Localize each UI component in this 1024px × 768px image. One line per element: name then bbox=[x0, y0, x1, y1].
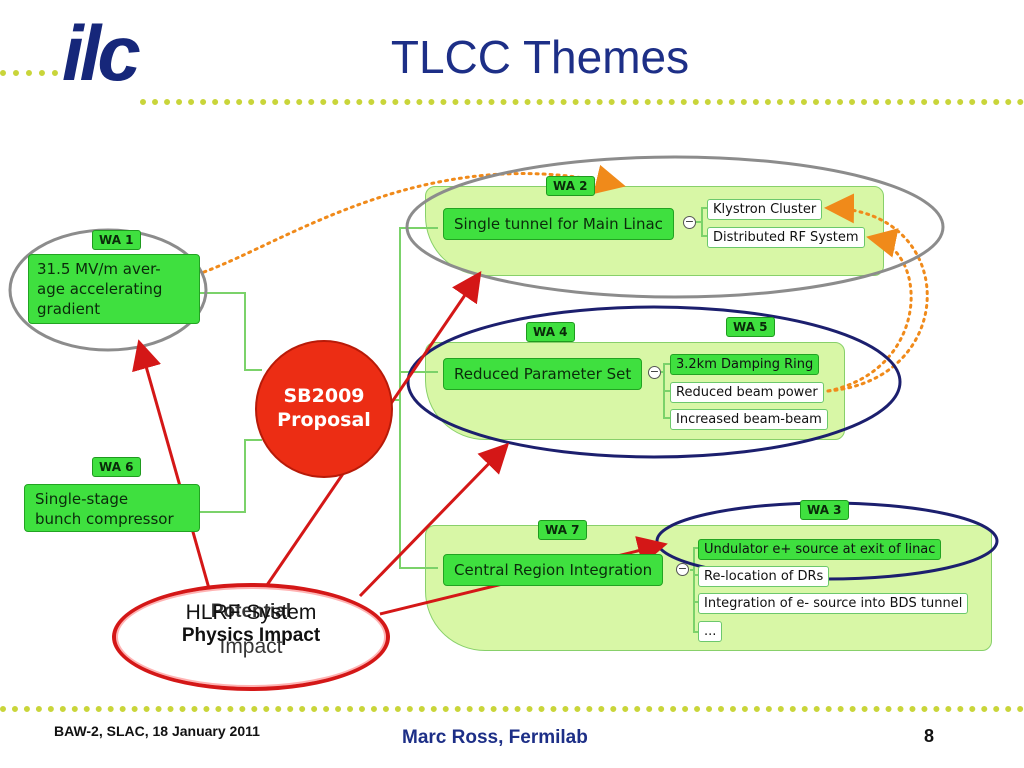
link-wa1-center bbox=[200, 292, 262, 371]
footer-center: Marc Ross, Fermilab bbox=[402, 727, 588, 748]
link-center-wa7 bbox=[399, 400, 438, 569]
footer-left: BAW-2, SLAC, 18 January 2011 bbox=[54, 723, 260, 739]
wa7-child-dr-relocation: Re-location of DRs bbox=[698, 566, 830, 587]
wa7-child-more: ... bbox=[698, 621, 723, 642]
ilc-logo: ilc bbox=[62, 9, 141, 97]
footer-dotted-line bbox=[0, 706, 1024, 712]
callout-text-hlrf: HLRF System bbox=[185, 601, 317, 624]
wa1-line3: gradient bbox=[37, 300, 101, 318]
callout-text-potential: Potential bbox=[210, 601, 292, 622]
header-dotted-line-right bbox=[140, 99, 1024, 105]
wa2-child-distributed-rf: Distributed RF System bbox=[707, 227, 865, 248]
impact-callout: HLRF System Potential Physics Impact Imp… bbox=[112, 583, 390, 691]
page-number: 8 bbox=[924, 726, 935, 746]
dotted-link-power-klystron bbox=[824, 193, 929, 393]
link-wa6-center bbox=[200, 439, 262, 513]
wa3-badge: WA 3 bbox=[800, 500, 849, 520]
wa4-collapse-toggle[interactable]: − bbox=[648, 365, 661, 379]
wa7-child-undulator: Undulator e+ source at exit of linac bbox=[698, 539, 942, 560]
link-center-wa2 bbox=[389, 227, 438, 401]
dotted-link-power-distributed bbox=[826, 228, 913, 393]
wa4-child-damping-ring: 3.2km Damping Ring bbox=[670, 354, 820, 375]
wa2-badge: WA 2 bbox=[546, 176, 595, 196]
link-wa4-children bbox=[660, 363, 670, 419]
wa1-line2: age accelerating bbox=[37, 280, 163, 298]
sb2009-proposal-node: SB2009 Proposal bbox=[255, 340, 393, 478]
slide-title: TLCC Themes bbox=[390, 31, 690, 83]
wa4-child-beam-beam: Increased beam-beam bbox=[670, 409, 828, 430]
red-arrow-to-wa4 bbox=[358, 442, 510, 598]
wa1-node: 31.5 MV/m aver- age accelerating gradien… bbox=[28, 254, 200, 324]
wa4-badge: WA 4 bbox=[526, 322, 575, 342]
wa7-node: Central Region Integration bbox=[443, 554, 664, 586]
link-wa2-children bbox=[694, 207, 708, 237]
highlight-ellipse-wa2 bbox=[405, 155, 945, 299]
link-wa7-children bbox=[690, 547, 698, 633]
wa6-node: Single-stage bunch compressor bbox=[24, 484, 200, 532]
highlight-ellipse-wa4 bbox=[406, 305, 902, 459]
wa6-line2: bunch compressor bbox=[35, 510, 174, 528]
wa2-child-klystron: Klystron Cluster bbox=[707, 199, 823, 220]
wa7-child-e-source: Integration of e- source into BDS tunnel bbox=[698, 593, 969, 614]
wa2-node: Single tunnel for Main Linac bbox=[443, 208, 674, 240]
center-node-line1: SB2009 bbox=[283, 385, 365, 408]
header-dotted-line-left bbox=[0, 70, 58, 76]
wa7-collapse-toggle[interactable]: − bbox=[676, 562, 689, 576]
wa2-collapse-toggle[interactable]: − bbox=[683, 215, 696, 229]
wa7-badge: WA 7 bbox=[538, 520, 587, 540]
wa6-line1: Single-stage bbox=[35, 490, 129, 508]
wa4-child-beam-power: Reduced beam power bbox=[670, 382, 824, 403]
wa1-line1: 31.5 MV/m aver- bbox=[37, 260, 161, 278]
dotted-link-wa1-wa2 bbox=[202, 164, 626, 274]
wa1-badge: WA 1 bbox=[92, 230, 141, 250]
center-node-line2: Proposal bbox=[277, 409, 371, 431]
wa4-node: Reduced Parameter Set bbox=[443, 358, 643, 390]
callout-text-physics-impact: Physics Impact bbox=[181, 625, 321, 646]
wa6-badge: WA 6 bbox=[92, 457, 141, 477]
callout-text-impact: Impact bbox=[219, 635, 283, 658]
wa5-badge: WA 5 bbox=[726, 317, 775, 337]
red-arrow-to-wa1 bbox=[132, 339, 212, 593]
